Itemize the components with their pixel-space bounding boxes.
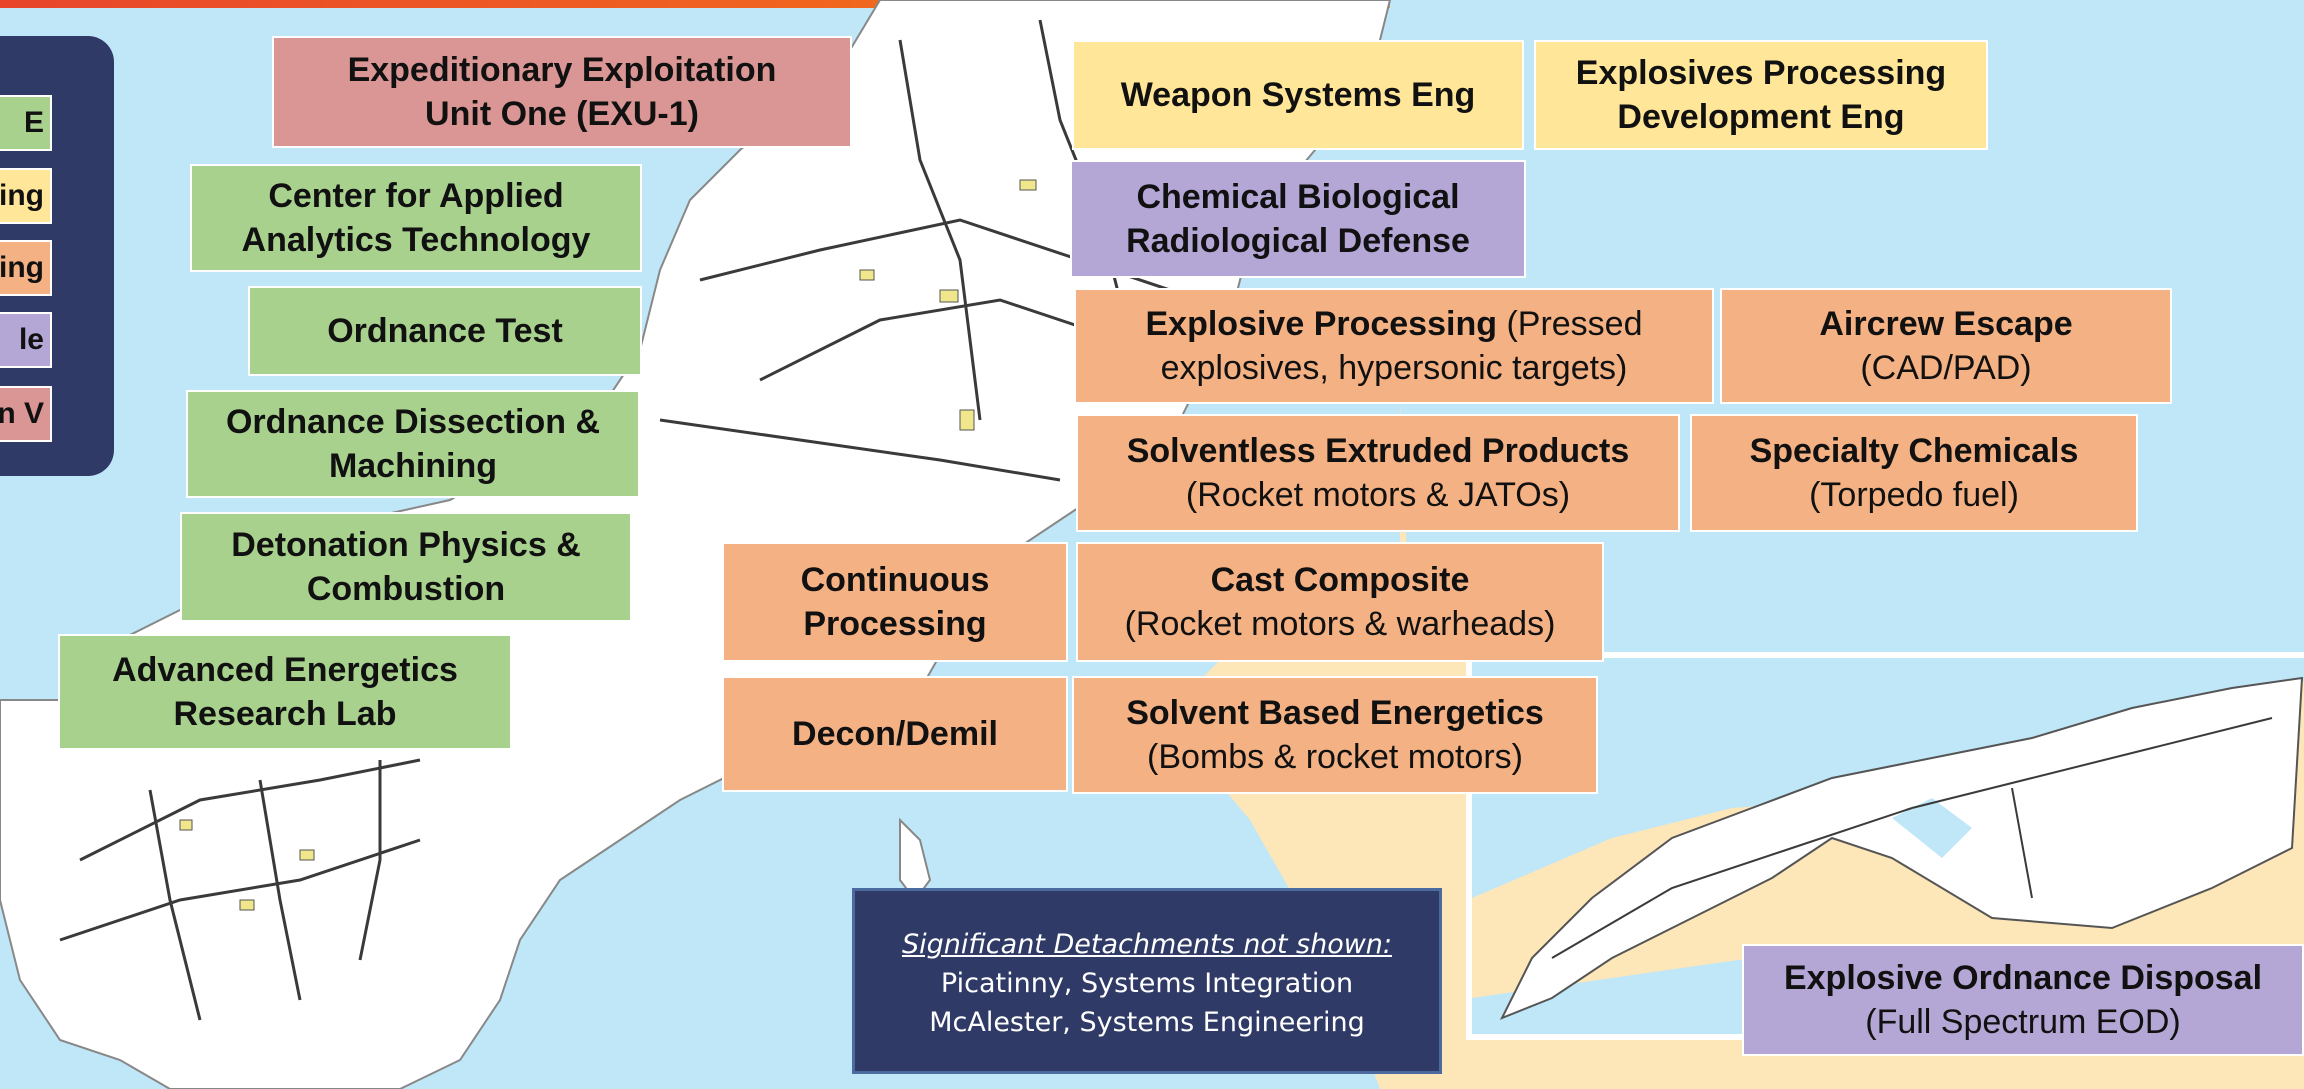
legend-key-yellow: ring [0, 168, 52, 224]
label-exu-1: Expeditionary Exploitation Unit One (EXU… [272, 36, 852, 148]
label-solventless-extruded-sub: (Rocket motors & JATOs) [1185, 476, 1571, 514]
label-cast-composite: Cast Composite (Rocket motors & warheads) [1076, 542, 1604, 662]
label-ordnance-dissection-title: Ordnance Dissection & Machining [225, 403, 601, 485]
label-aircrew-escape-sub: (CAD/PAD) [1860, 349, 2032, 387]
label-specialty-chemicals: Specialty Chemicals (Torpedo fuel) [1690, 414, 2138, 532]
label-explosive-processing-sub: (Pressed [1497, 305, 1643, 343]
legend-key-red: n V [0, 386, 52, 442]
label-specialty-chemicals-title: Specialty Chemicals [1749, 432, 2079, 470]
label-cast-composite-sub: (Rocket motors & warheads) [1124, 605, 1556, 643]
label-ordnance-dissection: Ordnance Dissection & Machining [186, 390, 640, 498]
label-solventless-extruded-title: Solventless Extruded Products [1126, 432, 1630, 470]
detachments-heading: Significant Detachments not shown: [901, 929, 1393, 960]
label-decon-demil-title: Decon/Demil [792, 715, 998, 753]
label-explosives-processing-dev-title: Explosives Processing Development Eng [1575, 54, 1947, 136]
label-explosives-processing-dev: Explosives Processing Development Eng [1534, 40, 1988, 150]
label-detonation-physics: Detonation Physics & Combustion [180, 512, 632, 622]
label-explosive-processing-sub2: explosives, hypersonic targets) [1160, 349, 1628, 387]
label-explosive-processing-line1: Explosive Processing (Pressed [1146, 302, 1643, 346]
legend-key-orange: uring [0, 240, 52, 296]
label-solvent-based-energetics-title: Solvent Based Energetics [1126, 694, 1544, 732]
label-detonation-physics-title: Detonation Physics & Combustion [231, 526, 581, 608]
label-weapon-systems-eng-title: Weapon Systems Eng [1120, 76, 1476, 114]
buildings [179, 179, 1037, 911]
title-accent-bar [0, 0, 1390, 8]
detachments-note: Significant Detachments not shown: Picat… [852, 888, 1442, 1074]
label-caat: Center for Applied Analytics Technology [190, 164, 642, 272]
label-eod-title: Explosive Ordnance Disposal [1783, 959, 2263, 997]
label-solvent-based-energetics: Solvent Based Energetics (Bombs & rocket … [1072, 676, 1598, 794]
label-eod: Explosive Ordnance Disposal (Full Spectru… [1742, 944, 2304, 1056]
label-exu-1-title: Expeditionary Exploitation Unit One (EXU… [347, 51, 777, 133]
label-weapon-systems-eng: Weapon Systems Eng [1072, 40, 1524, 150]
label-explosive-processing-title: Explosive Processing [1145, 305, 1498, 343]
label-aircrew-escape: Aircrew Escape (CAD/PAD) [1720, 288, 2172, 404]
label-ordnance-test: Ordnance Test [248, 286, 642, 376]
label-eod-sub: (Full Spectrum EOD) [1865, 1003, 2181, 1041]
label-solventless-extruded: Solventless Extruded Products (Rocket mot… [1076, 414, 1680, 532]
detachments-line-1: Picatinny, Systems Integration [940, 968, 1354, 999]
label-cbrd: Chemical Biological Radiological Defense [1070, 160, 1526, 278]
legend-key-purple: le [0, 312, 52, 368]
label-explosive-processing: Explosive Processing (Pressed explosives… [1074, 288, 1714, 404]
legend-panel: E ring uring le n V [0, 36, 114, 476]
detachments-line-2: McAlester, Systems Engineering [929, 1007, 1365, 1038]
label-aerl-title: Advanced Energetics Research Lab [112, 651, 458, 733]
label-solvent-based-energetics-sub: (Bombs & rocket motors) [1147, 738, 1523, 776]
label-continuous-processing-title: Continuous Processing [800, 561, 990, 643]
label-specialty-chemicals-sub: (Torpedo fuel) [1809, 476, 2019, 514]
label-cast-composite-title: Cast Composite [1210, 561, 1470, 599]
label-caat-title: Center for Applied Analytics Technology [241, 177, 591, 259]
label-decon-demil: Decon/Demil [722, 676, 1068, 792]
label-continuous-processing: Continuous Processing [722, 542, 1068, 662]
label-aircrew-escape-title: Aircrew Escape [1819, 305, 2073, 343]
label-ordnance-test-title: Ordnance Test [327, 312, 563, 350]
label-cbrd-title: Chemical Biological Radiological Defense [1126, 178, 1470, 260]
label-aerl: Advanced Energetics Research Lab [58, 634, 512, 750]
legend-key-green: E [0, 95, 52, 151]
